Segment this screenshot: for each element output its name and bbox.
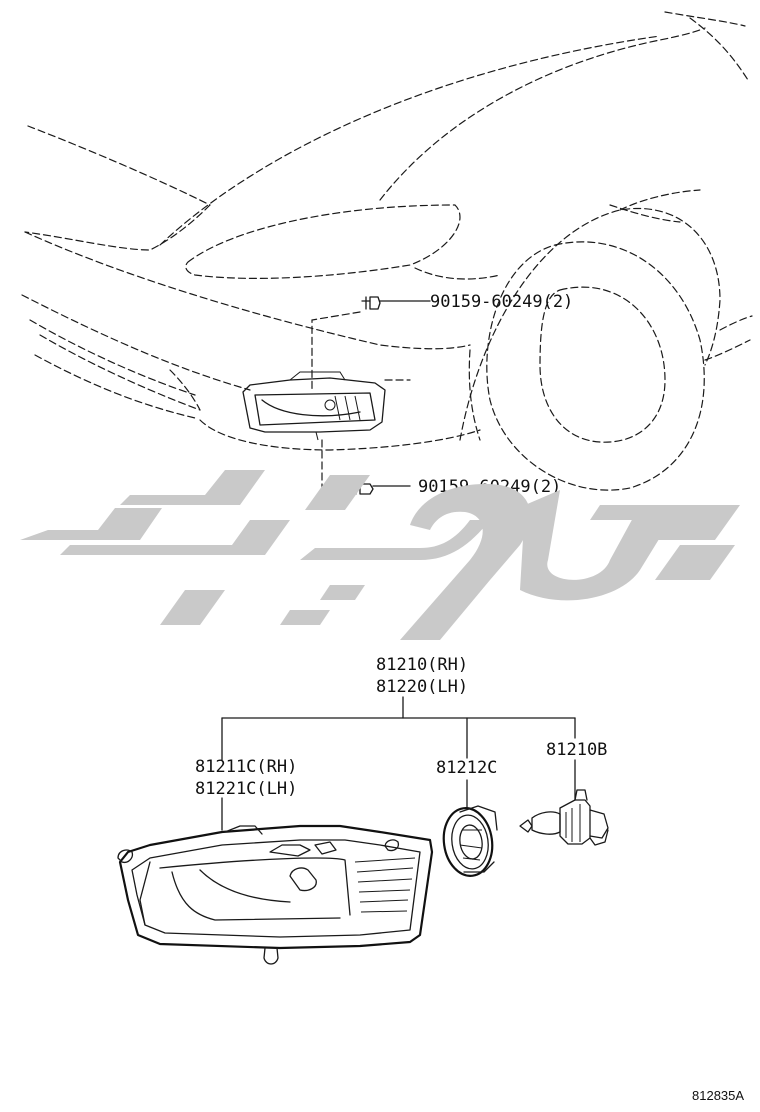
callout-socket: 81212C [436,758,497,778]
upper-bolt-leader [311,311,361,391]
upper-bolt [361,296,431,310]
fog-lamp-bulb [519,789,609,846]
callout-lens-rh: 81211C(RH) [195,757,297,777]
installed-fog-lamp [242,371,386,441]
callout-bolt-upper: 90159-60249(2) [430,292,573,312]
callout-assembly-lh: 81220(LH) [376,677,468,697]
bulb-socket [442,805,498,877]
watermark-logo [20,470,740,640]
callout-bulb: 81210B [546,740,607,760]
callout-assembly-rh: 81210(RH) [376,655,468,675]
assembly-bracket [221,696,576,831]
fog-lamp-housing [117,824,434,965]
callout-lens-lh: 81221C(LH) [195,779,297,799]
car-body-outline [21,11,753,491]
figure-code: 812835A [692,1088,744,1103]
